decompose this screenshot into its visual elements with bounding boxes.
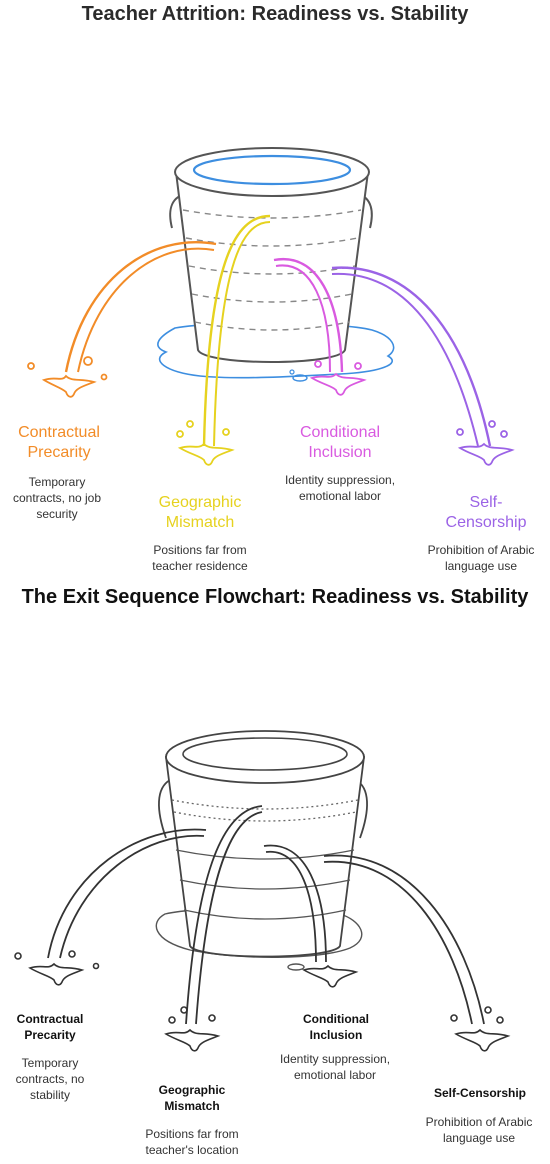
splash-icon-mono-4: [450, 1006, 511, 1052]
desc-mono-contractual-precarity: Temporary contracts, no stability: [15, 1056, 85, 1102]
desc-geographic-mismatch: Positions far from teacher residence: [152, 543, 248, 573]
stream-geographic-mismatch: [202, 214, 271, 447]
bucket-water: [192, 154, 352, 186]
desc-conditional-inclusion: Identity suppression, emotional labor: [284, 473, 396, 503]
bucket-rim-mono: [165, 730, 365, 784]
desc-contractual-precarity: Temporary contracts, no job security: [12, 475, 102, 521]
desc-mono-geographic-mismatch: Positions far from teacher's location: [145, 1127, 239, 1157]
diagram-title-top: Teacher Attrition: Readiness vs. Stabili…: [81, 3, 469, 25]
label-mono-self-censorship: Self-Censorship: [433, 1086, 526, 1100]
splash-icon-mono-2: [164, 1006, 221, 1052]
stream-contractual-precarity: [64, 241, 217, 373]
bucket-handle-left-mono: [158, 779, 171, 839]
splash-icon-magenta: [309, 360, 367, 396]
stream-self-censorship: [331, 266, 492, 447]
label-geographic-mismatch: Geographic Mismatch: [158, 494, 242, 531]
desc-self-censorship: Prohibition of Arabic language use: [427, 543, 535, 573]
label-mono-geographic-mismatch: Geographic Mismatch: [158, 1083, 226, 1113]
bucket-dotted-bands: [171, 799, 359, 822]
label-mono-contractual-precarity: Contractual Precarity: [16, 1012, 84, 1042]
stream-mono-2: [185, 805, 263, 1025]
stream-conditional-inclusion: [273, 257, 344, 373]
label-mono-conditional-inclusion: Conditional Inclusion: [303, 1012, 369, 1042]
stream-mono-3: [263, 844, 327, 963]
stream-mono-1: [47, 828, 207, 959]
splash-icon-orange: [27, 356, 108, 398]
label-conditional-inclusion: Conditional Inclusion: [299, 424, 381, 461]
stream-mono-4: [323, 854, 485, 1025]
splash-icon-purple: [456, 420, 515, 466]
desc-mono-self-censorship: Prohibition of Arabic language use: [425, 1115, 533, 1145]
splash-icon-mono-3: [302, 964, 359, 988]
bucket-diagram-colored: [27, 147, 515, 466]
bucket-body: [174, 171, 370, 363]
bucket-bands-mono: [175, 849, 355, 920]
splash-icon-mono-1: [14, 950, 100, 986]
bucket-body-mono: [164, 756, 366, 958]
splash-icon-yellow: [176, 420, 235, 466]
bucket-dashed-bands: [182, 209, 362, 331]
diagram-title-bottom: The Exit Sequence Flowchart: Readiness v…: [21, 586, 529, 608]
desc-mono-conditional-inclusion: Identity suppression, emotional labor: [279, 1052, 391, 1082]
label-self-censorship: Self-Censorship: [445, 494, 527, 531]
label-contractual-precarity: Contractual Precarity: [18, 424, 100, 461]
